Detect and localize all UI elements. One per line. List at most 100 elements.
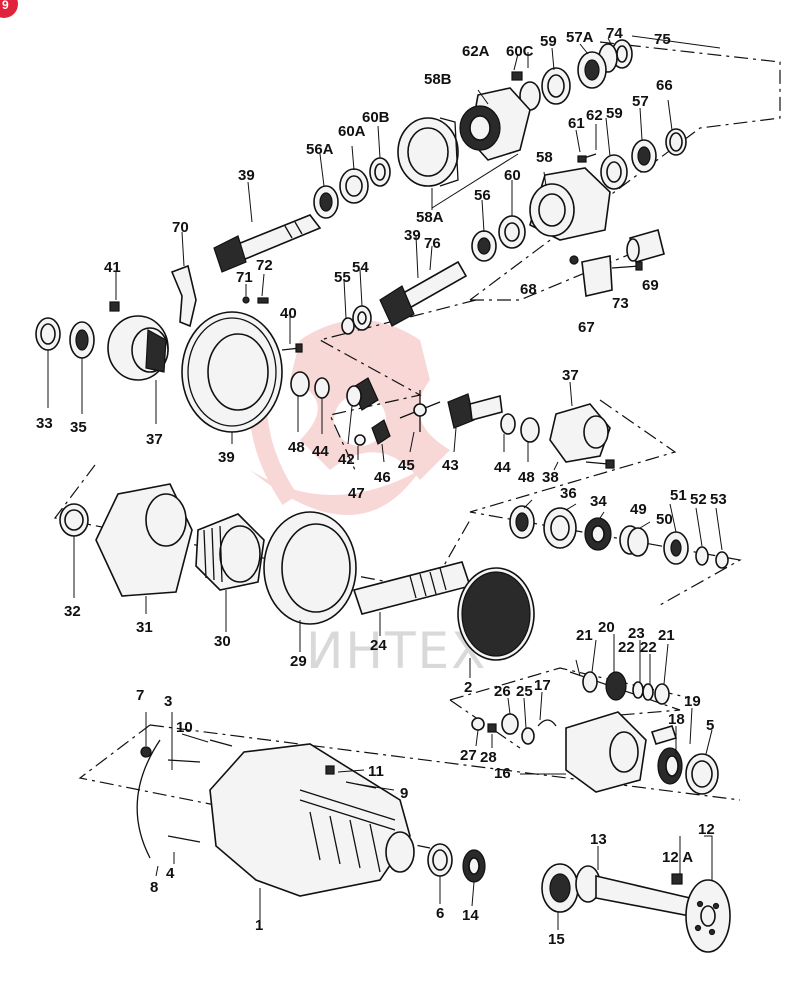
callout-27: 27: [460, 747, 477, 764]
part-59-cup-b: [600, 154, 628, 190]
callout-57: 57: [632, 93, 649, 110]
callout-18: 18: [668, 711, 685, 728]
part-22-23-washers: [632, 681, 654, 701]
part-16-carrier: [565, 711, 647, 793]
part-18-bearing: [657, 747, 683, 785]
callout-61: 61: [568, 115, 585, 132]
callout-31: 31: [136, 619, 153, 636]
callout-48a: 48: [288, 439, 305, 456]
part-29-cover: [263, 511, 357, 625]
callout-46: 46: [374, 469, 391, 486]
part-48-washer: [290, 371, 310, 397]
callout-50: 50: [656, 511, 673, 528]
part-53-clip: [715, 551, 729, 569]
callout-3: 3: [164, 693, 172, 710]
part-70-lever: [170, 264, 197, 328]
part-25-washer: [521, 727, 535, 745]
part-34-cup: [543, 507, 577, 549]
part-58b-carrier: [459, 87, 531, 161]
part-2-ring: [457, 567, 535, 661]
callout-58: 58: [536, 149, 553, 166]
callout-2: 2: [464, 679, 472, 696]
callout-52: 52: [690, 491, 707, 508]
part-47-washer: [354, 434, 366, 446]
part-69-sleeve: [626, 229, 665, 263]
callout-71: 71: [236, 269, 253, 286]
part-46-pinion: [371, 419, 391, 445]
part-42-side-gear: [346, 377, 379, 411]
callout-58b: 58B: [424, 71, 452, 88]
callout-21b: 21: [658, 627, 675, 644]
callout-13: 13: [590, 831, 607, 848]
part-57a-bearing: [577, 51, 607, 89]
watermark-text: ИНТЕХ: [306, 622, 487, 680]
callout-22a: 22: [618, 639, 635, 656]
part-62a-bolt: [511, 71, 523, 81]
callout-56: 56: [474, 187, 491, 204]
callout-53: 53: [710, 491, 727, 508]
part-38-bolt: [585, 459, 615, 469]
callout-75: 75: [654, 31, 671, 48]
callout-60c: 60C: [506, 43, 534, 60]
part-39-pinion-top: [213, 214, 322, 273]
part-26-plate: [501, 713, 519, 735]
callout-49: 49: [630, 501, 647, 518]
part-24-shaft: [352, 561, 472, 615]
part-72-bolt: [257, 297, 269, 304]
callout-22b: 22: [640, 639, 657, 656]
part-21-ring-b: [654, 683, 670, 705]
part-61-bolt: [577, 153, 597, 163]
callout-60a: 60A: [338, 123, 366, 140]
callout-36: 36: [560, 485, 577, 502]
part-60a-cup: [339, 168, 369, 204]
part-57-bearing: [631, 139, 657, 173]
callout-40: 40: [280, 305, 297, 322]
callout-38: 38: [542, 469, 559, 486]
callout-32: 32: [64, 603, 81, 620]
part-5-cup: [685, 753, 719, 795]
part-66-ring: [665, 128, 687, 156]
callout-43: 43: [442, 457, 459, 474]
callout-70: 70: [172, 219, 189, 236]
part-68-screw: [569, 255, 579, 265]
callout-30: 30: [214, 633, 231, 650]
part-15-seal: [541, 863, 579, 913]
callout-35: 35: [70, 419, 87, 436]
callout-33: 33: [36, 415, 53, 432]
part-1-axle-housing: [209, 743, 415, 897]
callout-8: 8: [150, 879, 158, 896]
part-60-cup: [498, 215, 526, 249]
part-37-case-left: [107, 315, 169, 381]
part-7-nut: [140, 746, 152, 758]
callout-59a: 59: [540, 33, 557, 50]
callout-42: 42: [338, 451, 355, 468]
part-30-drum: [195, 513, 265, 591]
callout-58a: 58A: [416, 209, 444, 226]
part-17-clip: [537, 719, 557, 727]
part-52-ring: [695, 546, 709, 566]
leader-lines: [47, 35, 723, 930]
part-11-bolt: [325, 765, 335, 775]
part-55-ring: [341, 317, 355, 335]
part-12-axle-shaft: [595, 874, 731, 953]
part-67-bracket: [581, 255, 613, 297]
part-50-spring: [619, 525, 649, 557]
part-56-bearing: [471, 230, 497, 262]
callout-69: 69: [642, 277, 659, 294]
part-39-ring-gear: [181, 311, 283, 433]
callout-60: 60: [504, 167, 521, 184]
part-58-carrier: [529, 167, 611, 241]
callout-34: 34: [590, 493, 607, 510]
callout-39b: 39: [404, 227, 421, 244]
callout-12: 12: [698, 821, 715, 838]
callout-21a: 21: [576, 627, 593, 644]
part-73-bolt: [611, 261, 643, 271]
callout-62a: 62A: [462, 43, 490, 60]
callout-4: 4: [166, 865, 175, 882]
callout-5: 5: [706, 717, 714, 734]
badge-text: 9: [2, 0, 9, 12]
part-36-bearing: [509, 505, 535, 539]
part-33-cup: [35, 317, 61, 351]
callout-25: 25: [516, 683, 533, 700]
